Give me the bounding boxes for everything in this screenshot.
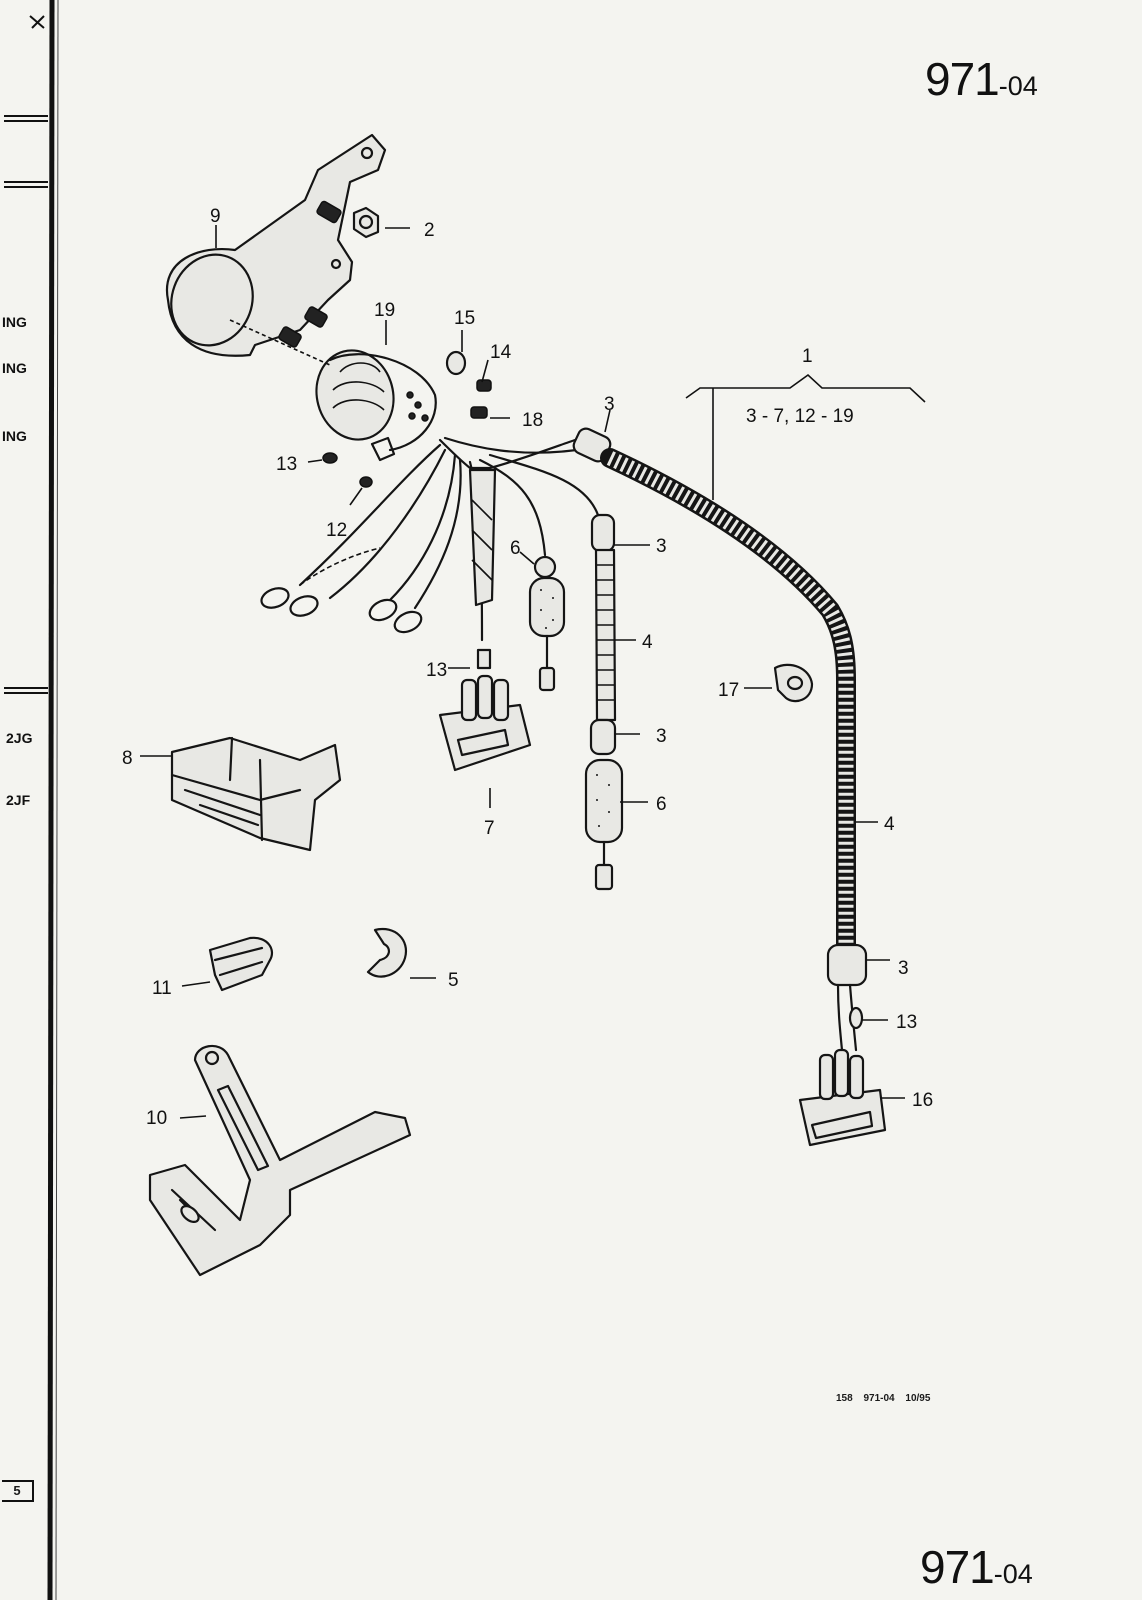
- part-11-clip: [208, 936, 274, 992]
- callout-3d: 3: [898, 958, 909, 979]
- print-code: 158 971-04 10/95: [836, 1393, 931, 1404]
- callout-13b: 13: [426, 660, 447, 681]
- part-17-clip: [773, 663, 814, 703]
- callout-4a: 4: [642, 632, 653, 653]
- callout-6a: 6: [510, 538, 521, 559]
- margin-label-3: ING: [2, 428, 27, 444]
- callout-16: 16: [912, 1090, 933, 1111]
- part-4-short-conduit: [584, 513, 624, 891]
- callout-9: 9: [210, 206, 221, 227]
- part-6-suppressor-upper: [528, 555, 566, 692]
- callout-1-range: 3 - 7, 12 - 19: [746, 406, 854, 427]
- margin-label-5: 2JF: [6, 792, 31, 808]
- part-2-nut: [278, 200, 380, 348]
- page-number-top: 971-04: [925, 52, 1038, 106]
- callout-2: 2: [424, 220, 435, 241]
- binder-margin: [4, 0, 59, 1600]
- callout-13c: 13: [896, 1012, 917, 1033]
- margin-label-2: ING: [2, 360, 27, 376]
- page-number-bottom-main: 971: [920, 1541, 995, 1593]
- part-5-clip: [366, 927, 408, 978]
- margin-label-1: ING: [2, 314, 27, 330]
- part-19-sensor-housing: [229, 319, 437, 452]
- callout-5: 5: [448, 970, 459, 991]
- callout-3a: 3: [604, 394, 615, 415]
- callout-8: 8: [122, 748, 133, 769]
- small-fittings: [322, 350, 492, 488]
- callout-19: 19: [374, 300, 395, 321]
- part-16-connector: [798, 1048, 887, 1147]
- callout-leaders: [140, 225, 926, 1119]
- page-number-bottom: 971-04: [920, 1540, 1033, 1594]
- part-4-long-conduit: [572, 427, 868, 1052]
- callout-12: 12: [326, 520, 347, 541]
- callout-10: 10: [146, 1108, 167, 1129]
- callout-3b: 3: [656, 536, 667, 557]
- callout-1: 1: [802, 346, 813, 367]
- callout-3c: 3: [656, 726, 667, 747]
- callout-11: 11: [152, 978, 172, 999]
- callout-15: 15: [454, 308, 475, 329]
- part-9-mounting-bracket: [165, 133, 387, 357]
- margin-label-4: 2JG: [6, 730, 33, 746]
- callout-labels: 1 3 - 7, 12 - 19 2 3 3 3 3 4 4 5 6 6 7 8…: [122, 206, 933, 1129]
- callout-6b: 6: [656, 794, 667, 815]
- page-number-bottom-suffix: -04: [993, 1559, 1033, 1589]
- part-10-bracket: [148, 1044, 412, 1277]
- callout-18: 18: [522, 410, 543, 431]
- callout-13a: 13: [276, 454, 297, 475]
- callout-7: 7: [484, 818, 495, 839]
- callout-4b: 4: [884, 814, 895, 835]
- callout-14: 14: [490, 342, 512, 363]
- part-7-connector: [438, 648, 532, 772]
- part-8-holder: [170, 736, 342, 852]
- wire-bundle: [260, 436, 600, 642]
- page-number-main: 971: [925, 53, 1000, 105]
- callout-17: 17: [718, 680, 739, 701]
- margin-box-label: 5: [2, 1480, 34, 1502]
- page-number-suffix: -04: [998, 71, 1038, 101]
